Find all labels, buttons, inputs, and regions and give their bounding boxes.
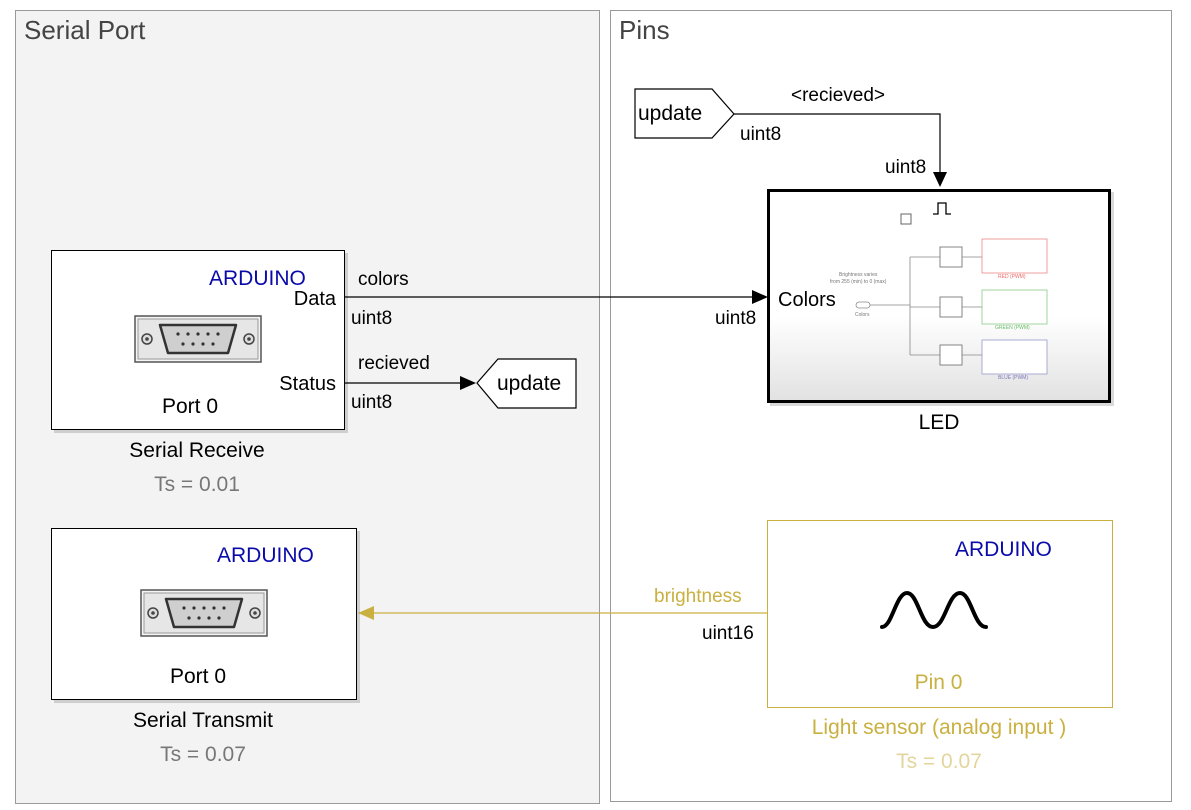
red-pwm-label: RED (PWM) — [998, 274, 1026, 280]
led-subsystem-block[interactable]: Colors Brightness varies from 255 (min) … — [767, 189, 1111, 403]
red-pwm-block — [981, 238, 1048, 274]
recieved-arrowhead — [460, 376, 476, 390]
enable-port-icon — [900, 213, 912, 225]
update-datatype-in-label: uint8 — [885, 157, 927, 178]
from-update-tag[interactable] — [634, 88, 736, 140]
brightness-datatype-label: uint16 — [702, 623, 754, 644]
sine-wave-icon — [880, 590, 988, 630]
serial-transmit-ts: Ts = 0.07 — [160, 743, 246, 766]
led-colors-port: Colors — [778, 289, 836, 311]
colors-arrowhead — [752, 290, 768, 304]
goto-update-label: update — [497, 372, 562, 395]
green-pwm-block — [981, 289, 1048, 325]
trigger-pulse-icon — [933, 202, 951, 215]
inner-inport — [855, 301, 871, 309]
from-update-label: update — [638, 102, 703, 125]
serial-connector-icon — [134, 315, 262, 363]
serial-transmit-port-label: Port 0 — [170, 665, 227, 688]
serial-receive-ts: Ts = 0.01 — [154, 473, 240, 496]
serial-transmit-brand: ARDUINO — [217, 544, 314, 567]
serial-receive-data-port: Data — [293, 288, 336, 310]
green-pwm-label: GREEN (PWM) — [995, 325, 1030, 331]
colors-datatype-label: uint8 — [351, 308, 393, 329]
colors-signal-label: colors — [358, 269, 409, 290]
led-inner-inport-label: Colors — [855, 312, 870, 318]
serial-receive-status-port: Status — [279, 373, 336, 395]
update-arrowhead — [933, 172, 947, 187]
light-sensor-ts: Ts = 0.07 — [896, 750, 982, 773]
serial-transmit-name: Serial Transmit — [132, 709, 274, 732]
pins-area-title: Pins — [619, 15, 670, 45]
led-name: LED — [918, 411, 960, 434]
update-signal-line — [734, 113, 941, 177]
light-sensor-brand: ARDUINO — [955, 538, 1052, 561]
serial-connector-icon — [140, 589, 268, 637]
serial-receive-name: Serial Receive — [129, 439, 265, 462]
update-datatype-label: uint8 — [740, 124, 782, 145]
light-sensor-name: Light sensor (analog input ) — [811, 716, 1067, 739]
recieved-datatype-label: uint8 — [351, 392, 393, 413]
recieved-signal-label: recieved — [358, 353, 430, 374]
light-sensor-block[interactable]: ARDUINO Pin 0 — [767, 520, 1113, 708]
recieved-tag-label: <recieved> — [791, 85, 886, 106]
colors-datatype-in-label: uint8 — [715, 308, 757, 329]
serial-receive-block[interactable]: ARDUINO Data Status Port 0 — [51, 250, 345, 430]
brightness-signal-label: brightness — [654, 586, 742, 607]
blue-pwm-label: BLUE (PWM) — [998, 375, 1028, 381]
blue-pwm-block — [981, 339, 1048, 375]
serial-receive-brand: ARDUINO — [209, 267, 306, 290]
serial-transmit-block[interactable]: ARDUINO Port 0 — [51, 528, 357, 700]
serial-port-area-title: Serial Port — [24, 15, 146, 45]
brightness-arrowhead — [358, 606, 374, 620]
serial-receive-port-label: Port 0 — [162, 395, 219, 418]
led-inner-note: Brightness varies from 255 (min) to 0 (m… — [830, 272, 887, 285]
goto-update-tag[interactable] — [476, 358, 578, 410]
light-sensor-pin: Pin 0 — [914, 671, 963, 694]
led-subsystem-preview — [855, 202, 1048, 375]
